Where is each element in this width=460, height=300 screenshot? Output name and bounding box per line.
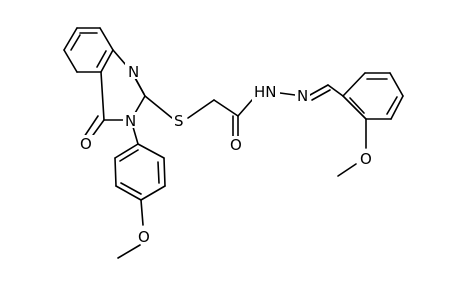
- atom-n-ring-top: N: [125, 63, 139, 81]
- atom-n-imine: N: [295, 87, 310, 105]
- atom-label-o-methoxy-benzylidene: O: [360, 150, 372, 168]
- atom-label-o-amide: O: [230, 136, 242, 154]
- atom-o-amide: O: [228, 136, 244, 154]
- atom-label-n-top: N: [128, 63, 139, 81]
- bond-skeleton: [63, 27, 404, 259]
- atom-label-s: S: [174, 112, 184, 130]
- atom-n-ring-bottom: N: [123, 112, 138, 130]
- atom-label-o-methoxy-phenyl: O: [138, 228, 150, 246]
- atom-label-n-imine: N: [297, 87, 308, 105]
- atom-o-methoxy-phenyl: O: [136, 228, 152, 246]
- atom-o-carbonyl-ring: O: [79, 135, 95, 153]
- atom-label-n-bottom: N: [125, 112, 136, 130]
- atom-s-thioether: S: [172, 112, 187, 130]
- atom-labels: N N O S O HN: [79, 63, 374, 246]
- atom-o-methoxy-benzylidene: O: [358, 150, 374, 168]
- atom-label-nh: HN: [254, 83, 277, 101]
- atom-nh-hydrazide: HN: [252, 83, 280, 101]
- atom-label-o-carbonyl-ring: O: [80, 135, 92, 153]
